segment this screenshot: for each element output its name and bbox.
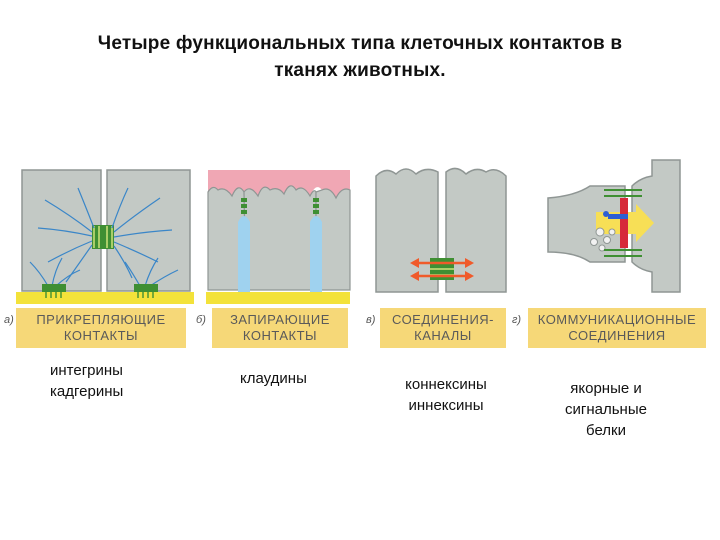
panel-a-label-line-1: ПРИКРЕПЛЯЮЩИЕ — [36, 312, 166, 327]
signal-receptor — [620, 198, 628, 248]
intercellular-space-2 — [310, 216, 322, 292]
integrin-junction-right — [134, 284, 158, 292]
panel-c-note-line: коннексины — [405, 376, 487, 393]
cell-left — [375, 168, 439, 293]
panel-a-label-line-2: КОНТАКТЫ — [63, 328, 139, 343]
panel-c-label-line-1: СОЕДИНЕНИЯ- — [391, 312, 495, 327]
panel-gap-illustration — [375, 167, 507, 293]
panel-b-note: клаудины — [240, 368, 307, 389]
panel-d-label-line-2: СОЕДИНЕНИЯ — [568, 328, 666, 343]
panel-c-label-line-2: КАНАЛЫ — [414, 328, 472, 343]
panel-b-label-line-1: ЗАПИРАЮЩИЕ — [230, 312, 330, 327]
cell-right — [445, 167, 507, 293]
extracellular-matrix — [206, 292, 350, 304]
extracellular-matrix — [16, 292, 194, 304]
integrin-junction-left — [42, 284, 66, 292]
cell-right — [106, 169, 191, 292]
panel-d-note-line: якорные и — [570, 380, 642, 397]
signal-protein — [608, 214, 628, 219]
panel-a-note: интегрины кадгерины — [50, 360, 123, 402]
panel-d-letter: г) — [512, 314, 522, 326]
panel-b-label-line-2: КОНТАКТЫ — [242, 328, 318, 343]
panel-c-letter: в) — [366, 314, 376, 326]
cell-1 — [207, 186, 247, 291]
panel-signaling-illustration — [547, 159, 681, 293]
panel-a-letter: а) — [4, 314, 14, 326]
panel-c-note-line: иннексины — [408, 397, 484, 414]
synaptic-vesicles — [590, 227, 616, 252]
intercellular-space-1 — [238, 216, 250, 292]
panel-tight-illustration — [206, 170, 351, 304]
cell-2 — [243, 185, 317, 291]
panel-d-note-line: сигнальные — [565, 401, 647, 418]
panel-c-note: коннексины иннексины — [386, 374, 506, 416]
panel-a-note-line: кадгерины — [50, 383, 124, 400]
title-line-2: тканях животных. — [274, 60, 446, 81]
panel-d-note: якорные и сигнальные белки — [546, 378, 666, 441]
panel-a-note-line: интегрины — [50, 362, 123, 379]
cell-3 — [315, 188, 351, 291]
panel-anchoring-illustration — [16, 169, 194, 304]
page-title: Четыре функциональных типа клеточных кон… — [0, 30, 720, 84]
transport-arrows — [410, 258, 474, 281]
anchoring-proteins — [604, 189, 642, 257]
claudin-seals — [241, 198, 319, 214]
title-line-1: Четыре функциональных типа клеточных кон… — [97, 33, 623, 54]
panel-c-label: СОЕДИНЕНИЯ-КАНАЛЫ — [380, 308, 506, 348]
cytoskeleton-filaments — [29, 187, 179, 287]
panel-d-label-line-1: КОММУНИКАЦИОННЫЕ — [537, 312, 697, 327]
panel-b-note-line: клаудины — [240, 370, 307, 387]
panel-b-letter: б) — [196, 314, 206, 326]
cadherin-junction — [92, 225, 114, 249]
panel-d-note-line: белки — [586, 422, 626, 439]
postsynaptic-cell — [631, 159, 681, 293]
